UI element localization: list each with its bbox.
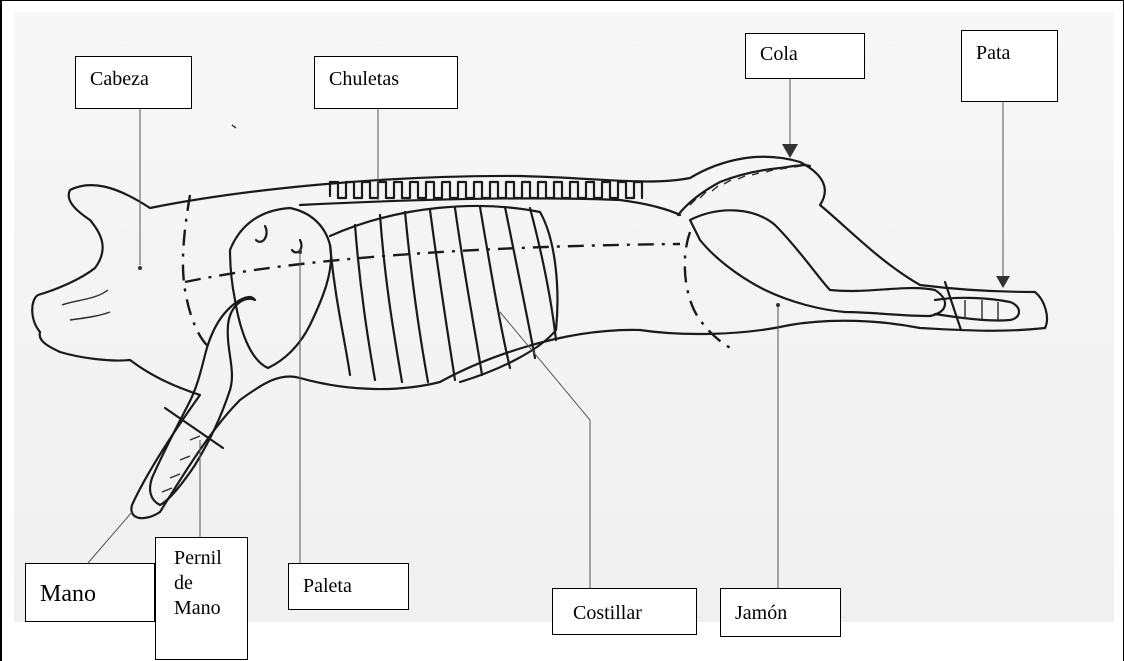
label-pernil-de-mano: Pernil de Mano <box>155 537 248 660</box>
pig-body-outline <box>32 125 1047 518</box>
label-chuletas: Chuletas <box>314 56 458 109</box>
label-cabeza: Cabeza <box>75 56 192 109</box>
label-costillar: Costillar <box>552 588 697 635</box>
cut-lines <box>165 195 735 448</box>
label-paleta: Paleta <box>288 563 409 610</box>
hind-leg-and-pelvis <box>690 210 1019 330</box>
label-mano: Mano <box>25 563 155 622</box>
shoulder-and-foreleg <box>150 208 331 505</box>
vertebral-column <box>300 182 680 215</box>
label-pata: Pata <box>961 30 1058 102</box>
label-jamon: Jamón <box>720 588 841 637</box>
leader-lines <box>88 78 1010 588</box>
label-cola: Cola <box>745 33 865 79</box>
rib-cage <box>330 206 557 382</box>
